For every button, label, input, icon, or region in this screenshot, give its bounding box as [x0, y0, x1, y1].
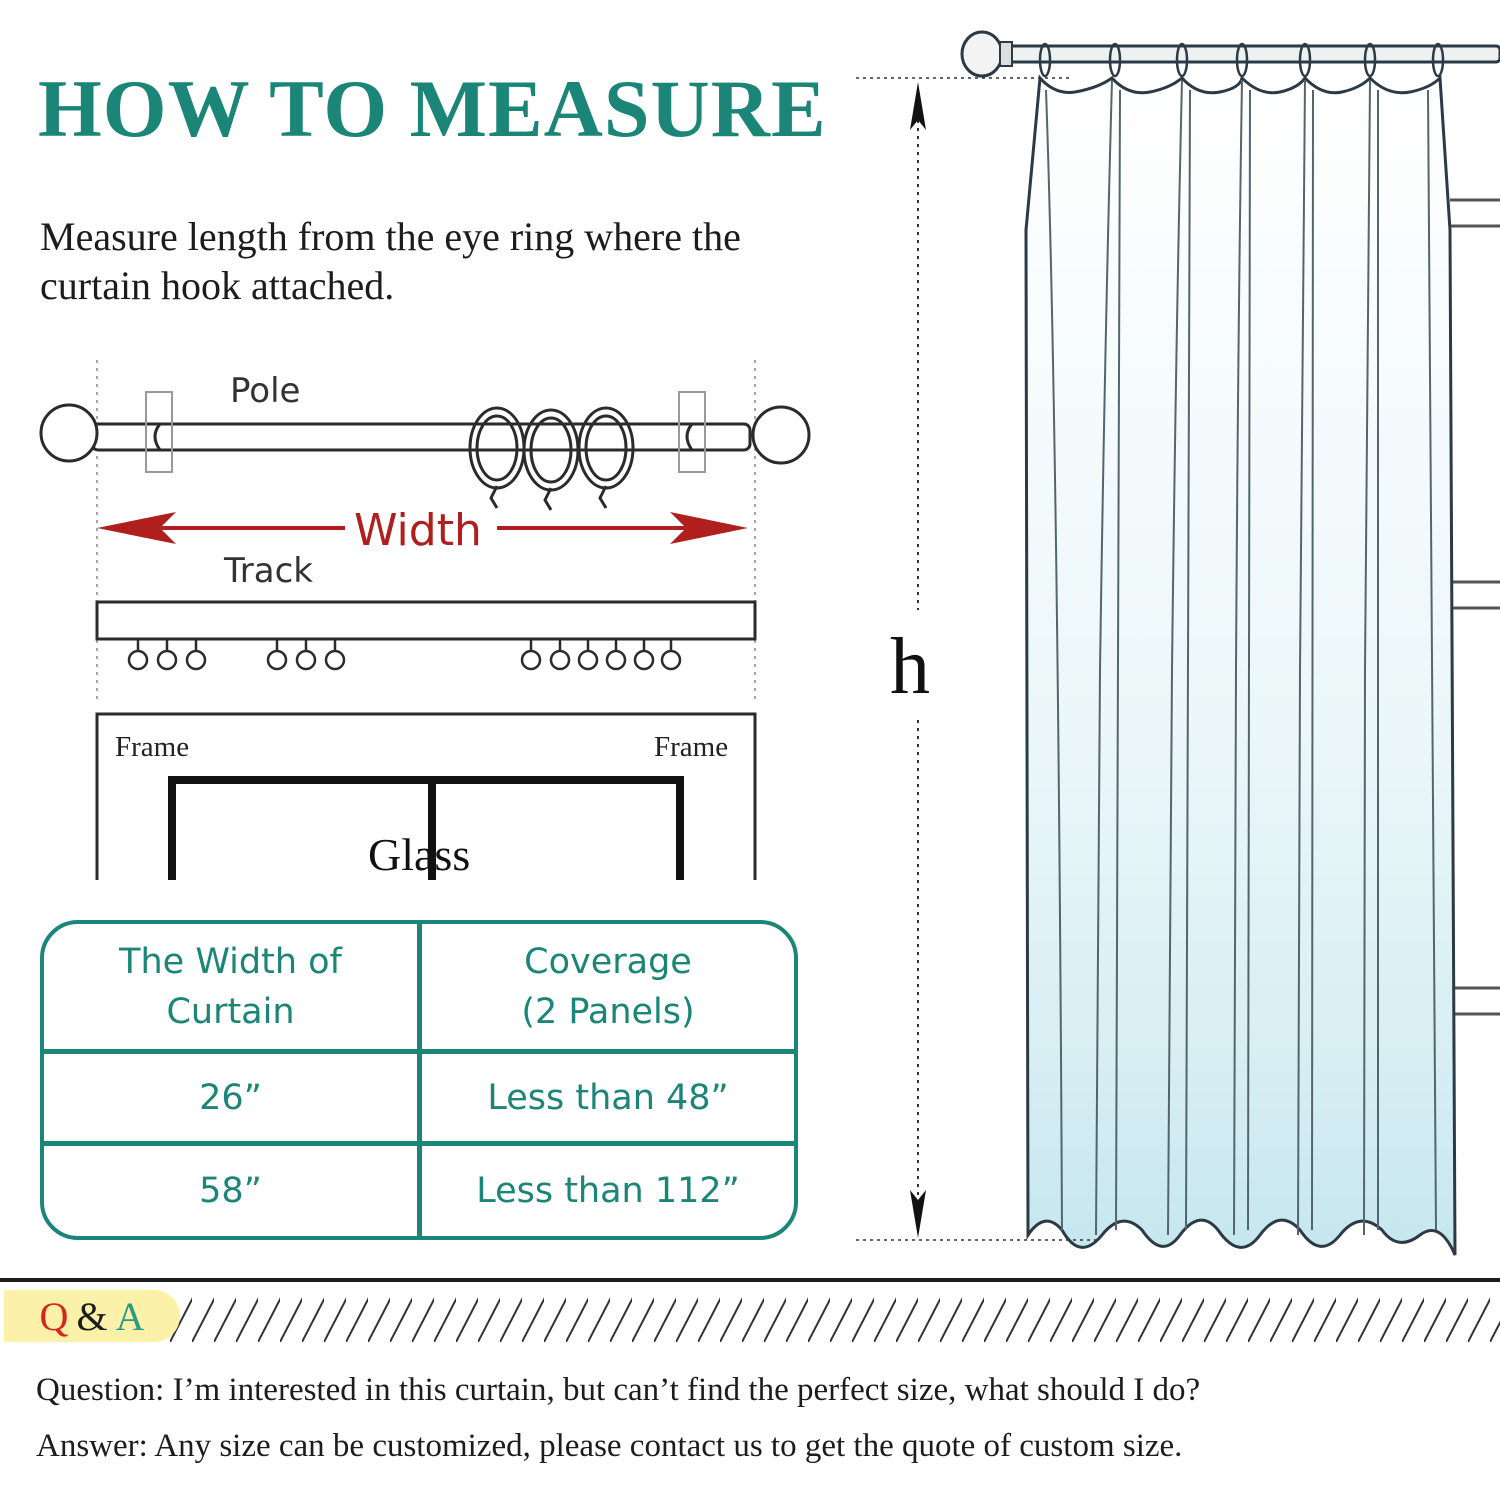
qa-badge: Q & A	[4, 1290, 180, 1342]
curtain-rod-rings	[1038, 42, 1445, 78]
curtain-pleats	[1045, 79, 1437, 1236]
hatch-pattern	[170, 1284, 1500, 1342]
table-row: 26” Less than 48”	[44, 1054, 794, 1146]
frame-left-label: Frame	[115, 731, 189, 763]
header-coverage: Coverage (2 Panels)	[521, 941, 695, 1032]
answer-text: Answer: Any size can be customized, plea…	[36, 1428, 1183, 1464]
header-width: The Width of Curtain	[44, 924, 422, 1049]
curtain-track	[95, 600, 757, 641]
coverage-cell: Less than 112”	[476, 1171, 740, 1211]
glass-label: Glass	[368, 829, 470, 880]
curtain-panel	[1024, 74, 1457, 1256]
track-label: Track	[223, 551, 313, 591]
intro-text: Measure length from the eye ring where t…	[40, 214, 741, 308]
table-header-row: The Width of Curtain Coverage (2 Panels)	[44, 924, 794, 1054]
qa-badge-amp: &	[76, 1293, 108, 1339]
pole-track-diagram: Pole Width Track Frame F	[39, 360, 811, 880]
height-label: h	[890, 623, 930, 711]
left-bracket-hook	[153, 423, 162, 451]
curtain-rings	[468, 406, 635, 511]
curtain-illustration: h	[856, 30, 1500, 1256]
page-title: HOW TO MEASURE	[38, 63, 827, 154]
width-label: Width	[354, 505, 482, 556]
table-row: 58” Less than 112”	[44, 1146, 794, 1236]
curtain-rod	[960, 30, 1500, 78]
width-cell: 58”	[44, 1146, 422, 1236]
qa-badge-q: Q	[39, 1293, 69, 1339]
section-divider	[0, 1278, 1500, 1282]
pole-label: Pole	[230, 371, 300, 411]
track-gliders	[127, 639, 682, 671]
window-glass-frame	[168, 776, 684, 880]
right-bracket	[678, 391, 706, 473]
coverage-cell: Less than 48”	[487, 1077, 729, 1118]
question-text: Question: I’m interested in this curtain…	[36, 1372, 1201, 1408]
width-cell: 26”	[44, 1054, 422, 1141]
right-bracket-hook	[685, 423, 694, 451]
width-arrow	[97, 512, 748, 544]
curtain-pole	[39, 403, 811, 465]
qa-badge-a: A	[115, 1293, 145, 1339]
window-frame	[95, 712, 757, 880]
left-bracket	[145, 391, 173, 473]
window-sill-lines	[1450, 198, 1500, 1016]
height-measure	[856, 77, 1100, 1241]
frame-right-label: Frame	[654, 731, 728, 763]
size-table: The Width of Curtain Coverage (2 Panels)…	[40, 920, 798, 1240]
